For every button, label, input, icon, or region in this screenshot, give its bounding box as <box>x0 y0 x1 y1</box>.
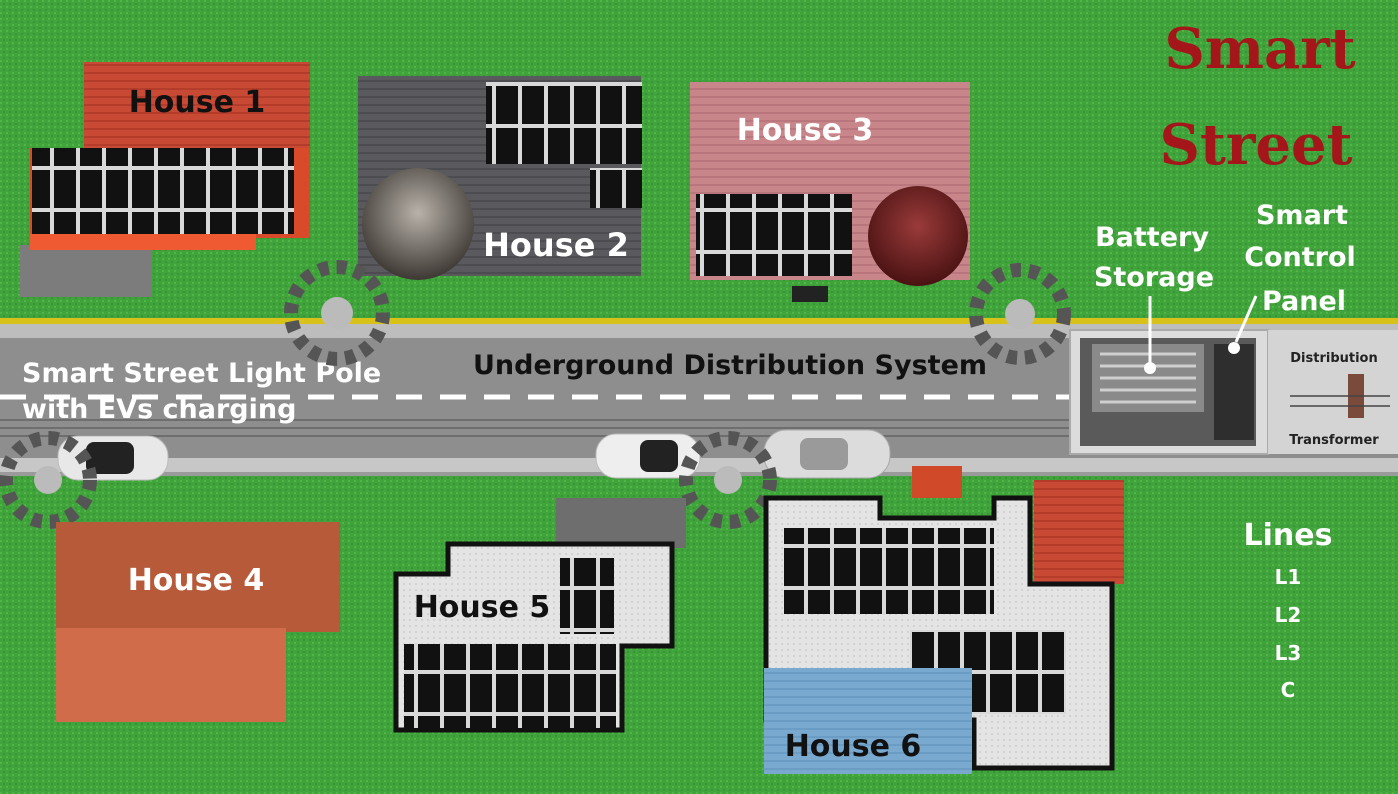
legend-item-l3: L3 <box>1275 641 1302 665</box>
house-6: House 6 <box>763 466 1124 774</box>
control-panel-unit <box>1214 344 1254 440</box>
legend-item-l2: L2 <box>1275 603 1302 627</box>
transformer-icon <box>1290 374 1390 418</box>
house-5: House 5 <box>393 498 686 733</box>
house-4-label: House 4 <box>128 563 265 598</box>
house-2-label: House 2 <box>483 226 629 264</box>
title-line-2: Street <box>1160 112 1353 178</box>
house-3-water-tank <box>868 186 968 286</box>
substation-box: Distribution Transformer <box>1069 329 1398 455</box>
house-1: House 1 <box>20 62 310 297</box>
control-label-line1: Smart <box>1256 200 1348 231</box>
street-light-label-line2: with EVs charging <box>22 394 296 425</box>
control-pointer-line <box>1234 295 1258 343</box>
street-light-label-line1: Smart Street Light Pole <box>22 358 381 389</box>
battery-pointer-dot <box>1144 362 1156 374</box>
transformer-label-bottom: Transformer <box>1289 433 1379 448</box>
legend-item-l1: L1 <box>1275 565 1302 589</box>
street-light-pole <box>0 431 97 529</box>
lines-legend: Lines L1 L2 L3 C <box>1244 518 1333 702</box>
house-5-label: House 5 <box>414 590 551 625</box>
house-1-label: House 1 <box>129 85 266 120</box>
house-3-label: House 3 <box>737 113 874 148</box>
legend-heading: Lines <box>1244 518 1333 553</box>
control-label-line3: Panel <box>1262 286 1346 317</box>
house-2-water-tank <box>362 168 474 280</box>
control-label-line2: Control <box>1244 242 1356 273</box>
legend-item-c: C <box>1281 678 1296 702</box>
house-6-label: House 6 <box>785 729 922 764</box>
battery-label-line2: Storage <box>1094 262 1214 293</box>
house-4: House 4 <box>56 522 340 722</box>
ev-car-left <box>57 435 169 481</box>
street-light-pole <box>284 260 390 366</box>
house-2: House 2 <box>358 76 642 280</box>
distribution-system-label: Underground Distribution System <box>473 350 987 381</box>
street-light-pole <box>969 263 1071 365</box>
ev-car-right <box>763 429 891 479</box>
title-line-1: Smart <box>1164 16 1355 82</box>
transformer-label-top: Distribution <box>1290 351 1377 366</box>
ev-car-middle <box>595 433 701 479</box>
battery-label-line1: Battery <box>1095 222 1209 253</box>
control-pointer-dot <box>1228 342 1240 354</box>
street-light-pole <box>679 431 777 529</box>
house-3: House 3 <box>690 82 970 302</box>
